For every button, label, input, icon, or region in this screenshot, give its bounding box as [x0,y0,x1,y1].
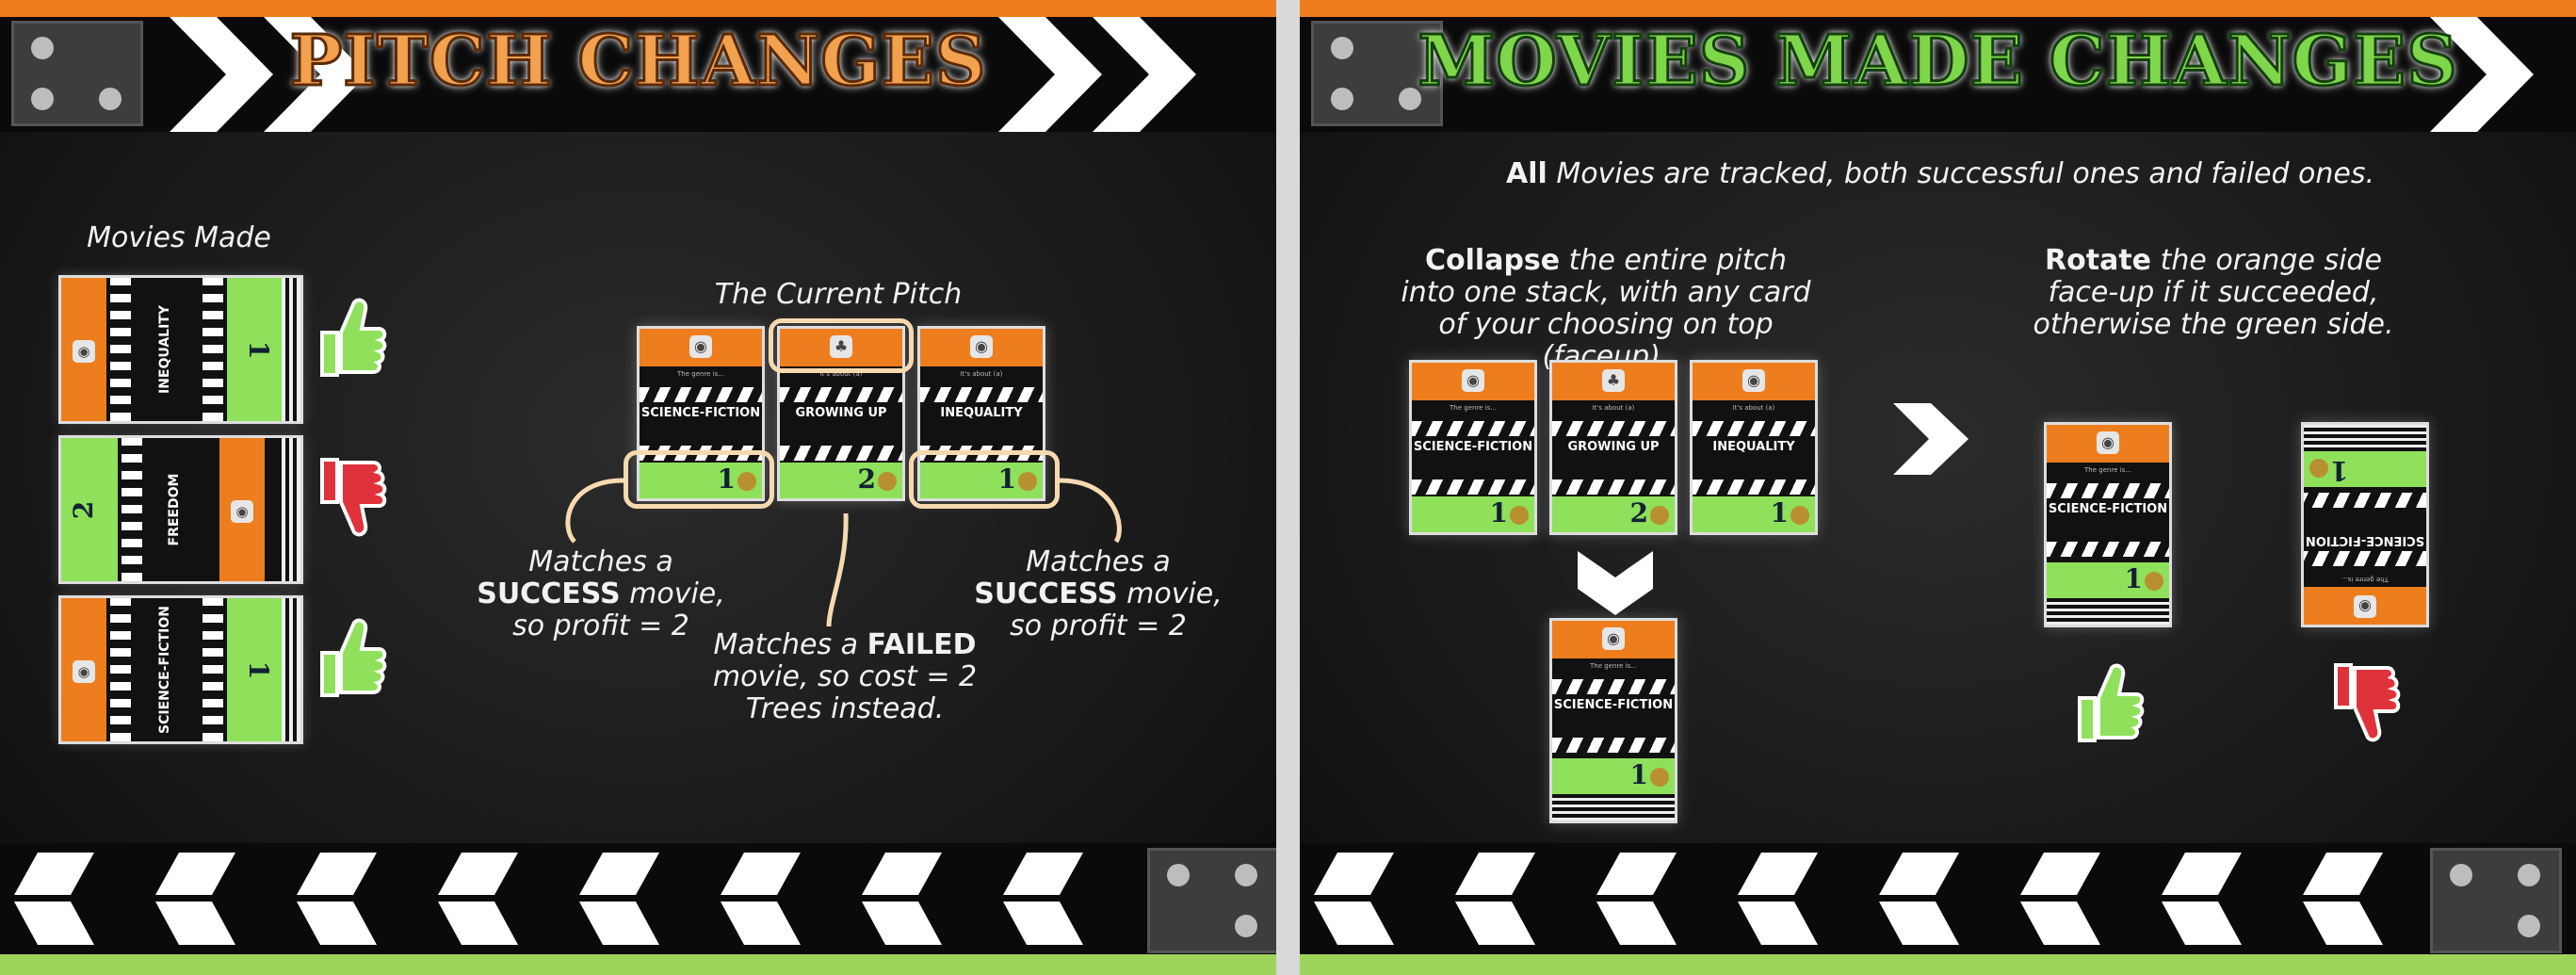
clapper-hinge [1311,21,1443,126]
pitch-card: ◉ The genre is... SCIENCE-FICTION 1 [1409,360,1537,535]
page-title: PITCH CHANGES [288,20,987,104]
top-orange-bar [1300,0,2576,17]
bottom-green-bar [0,954,1276,975]
clapper-bottom-stripes [1314,853,2383,945]
pitch-card: ◉ It's about (a) INEQUALITY 1 [917,326,1045,501]
movies-made-changes-panel: MOVIES MADE CHANGES All Movies are track… [1300,0,2576,975]
camera-icon: ◉ [1462,369,1484,392]
camera-icon: ◉ [970,335,993,358]
movie-made-card: ◉ SCIENCE-FICTION 1 [58,595,303,744]
coin-icon [1018,472,1037,491]
pitch-card: ♣ It's about (a) GROWING UP 2 [1549,360,1677,535]
collapse-instruction: Collapse the entire pitch into one stack… [1401,244,1811,373]
thumbs-down-icon [320,458,387,537]
collapsed-stack-card: ◉ The genre is... SCIENCE-FICTION 1 [1549,618,1677,823]
intro-text: All Movies are tracked, both successful … [1505,157,2375,190]
failed-movie-card: ◉ The genre is... SCIENCE-FICTION 1 [2301,422,2429,627]
clapper-hinge [1147,848,1276,953]
camera-icon: ◉ [2354,595,2376,618]
highlight-box [769,318,914,373]
pitch-card: ◉ The genre is... SCIENCE-FICTION 1 [637,326,765,501]
thumbs-up-icon [320,618,387,697]
current-pitch-label: The Current Pitch [714,278,963,311]
chevron-right-icon [1893,403,1968,475]
camera-icon: ◉ [73,340,95,363]
callout-failed: Matches a FAILED movie, so cost = 2 Tree… [712,628,978,725]
clapper-bottom-stripes [14,853,1083,945]
pitch-card: ◉ It's about (a) INEQUALITY 1 [1690,360,1818,535]
rotate-instruction: Rotate the orange side face-up if it suc… [2033,244,2394,341]
pitch-card: ♣ It's about (a) GROWING UP 2 [777,326,905,501]
camera-icon: ◉ [689,335,712,358]
highlight-box [909,450,1060,509]
movie-made-card: 2 FREEDOM ◉ [58,435,303,584]
top-orange-bar [0,0,1276,17]
thumbs-down-icon [2334,663,2401,742]
thumbs-up-icon [2078,663,2145,742]
clapper-hinge [11,21,143,126]
camera-icon: ◉ [231,500,253,523]
highlight-box [624,450,774,509]
tree-icon: ♣ [830,335,852,358]
clapper-hinge [2430,848,2562,953]
success-movie-card: ◉ The genre is... SCIENCE-FICTION 1 [2044,422,2172,627]
pitch-changes-panel: PITCH CHANGES Movies Made ◉ INEQUALITY 1… [0,0,1276,975]
panel-divider [1276,0,1300,975]
coin-icon [1510,506,1529,525]
thumbs-up-icon [320,298,387,377]
movies-made-label: Movies Made [87,221,271,254]
coin-icon [878,472,897,491]
camera-icon: ◉ [73,660,95,683]
coin-icon [1650,506,1669,525]
page-title: MOVIES MADE CHANGES [1417,20,2458,104]
camera-icon: ◉ [2097,431,2119,454]
clapper-top-chevrons [170,17,1196,132]
coin-icon [737,472,756,491]
coin-icon [2309,459,2328,478]
coin-icon [1790,506,1809,525]
bottom-green-bar [1300,954,2576,975]
coin-icon [2145,572,2163,591]
clapper-top-chevrons [2430,17,2534,132]
movie-made-card: ◉ INEQUALITY 1 [58,275,303,424]
callout-success-left: Matches a SUCCESS movie, so profit = 2 [477,545,725,642]
camera-icon: ◉ [1602,627,1625,650]
coin-icon [1650,768,1669,787]
camera-icon: ◉ [1742,369,1765,392]
clapper-top-strip [1300,17,2576,132]
chevron-down-icon [1578,551,1653,615]
callout-success-right: Matches a SUCCESS movie, so profit = 2 [974,545,1223,642]
tree-icon: ♣ [1602,369,1625,392]
